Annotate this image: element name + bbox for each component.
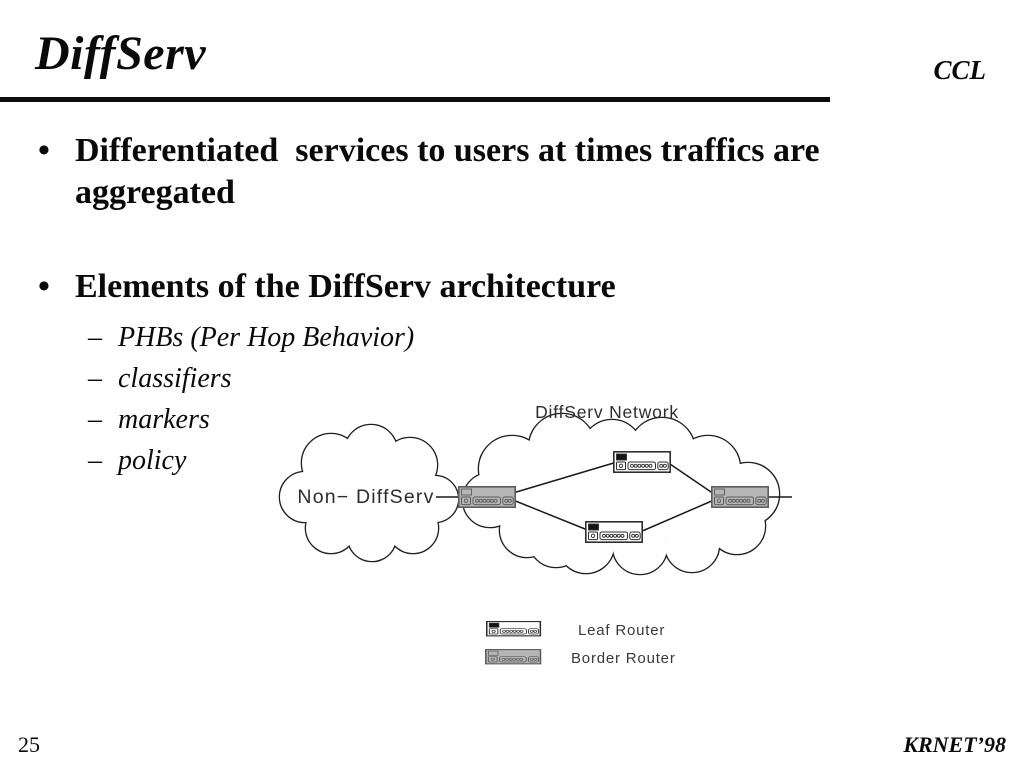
bullet-dot: •: [38, 132, 50, 169]
border-router-icon-left: [458, 486, 516, 508]
legend-border-router-icon: [485, 649, 541, 664]
network-diagram: DiffServ Network Non− DiffServ Leaf Rout…: [278, 402, 792, 667]
footer-krnet: KRNET’98: [903, 732, 1006, 757]
link-border-left-to-leaf-bottom: [512, 499, 591, 532]
legend-leaf-router-icon: [486, 621, 541, 636]
sub-bullet-classifiers: classifiers: [118, 363, 232, 394]
legend-border-router-label: Border Router: [571, 650, 676, 667]
bullet-item-1: Differentiated services to users at time…: [75, 132, 829, 211]
sub-bullet-dash: –: [88, 445, 102, 476]
non-diffserv-cloud: [278, 423, 460, 563]
bullet-item-2: Elements of the DiffServ architecture: [75, 268, 616, 305]
org-logo-ccl: CCL: [933, 55, 986, 85]
sub-bullet-phbs: PHBs (Per Hop Behavior): [118, 322, 415, 353]
network-links: [436, 461, 792, 533]
sub-bullet-policy: policy: [118, 445, 187, 476]
page-title: DiffServ: [35, 27, 207, 80]
legend-leaf-router-label: Leaf Router: [578, 622, 665, 639]
leaf-router-icon-bottom: [585, 521, 643, 543]
non-diffserv-label: Non− DiffServ: [297, 486, 434, 508]
bullet-dot: •: [38, 268, 50, 305]
sub-bullet-dash: –: [88, 363, 102, 394]
link-leaf-top-to-border-right: [666, 461, 715, 495]
link-border-left-to-leaf-top: [512, 461, 618, 494]
title-underline: [0, 97, 830, 102]
border-router-icon-right: [711, 486, 769, 508]
sub-bullet-dash: –: [88, 322, 102, 353]
leaf-router-icon-top: [613, 451, 671, 473]
link-leaf-bottom-to-border-right: [639, 499, 715, 533]
sub-bullet-markers: markers: [118, 404, 210, 435]
sub-bullet-dash: –: [88, 404, 102, 435]
page-number: 25: [18, 732, 40, 757]
legend: Leaf Router Border Router: [485, 621, 676, 667]
diffserv-network-label: DiffServ Network: [535, 402, 679, 422]
